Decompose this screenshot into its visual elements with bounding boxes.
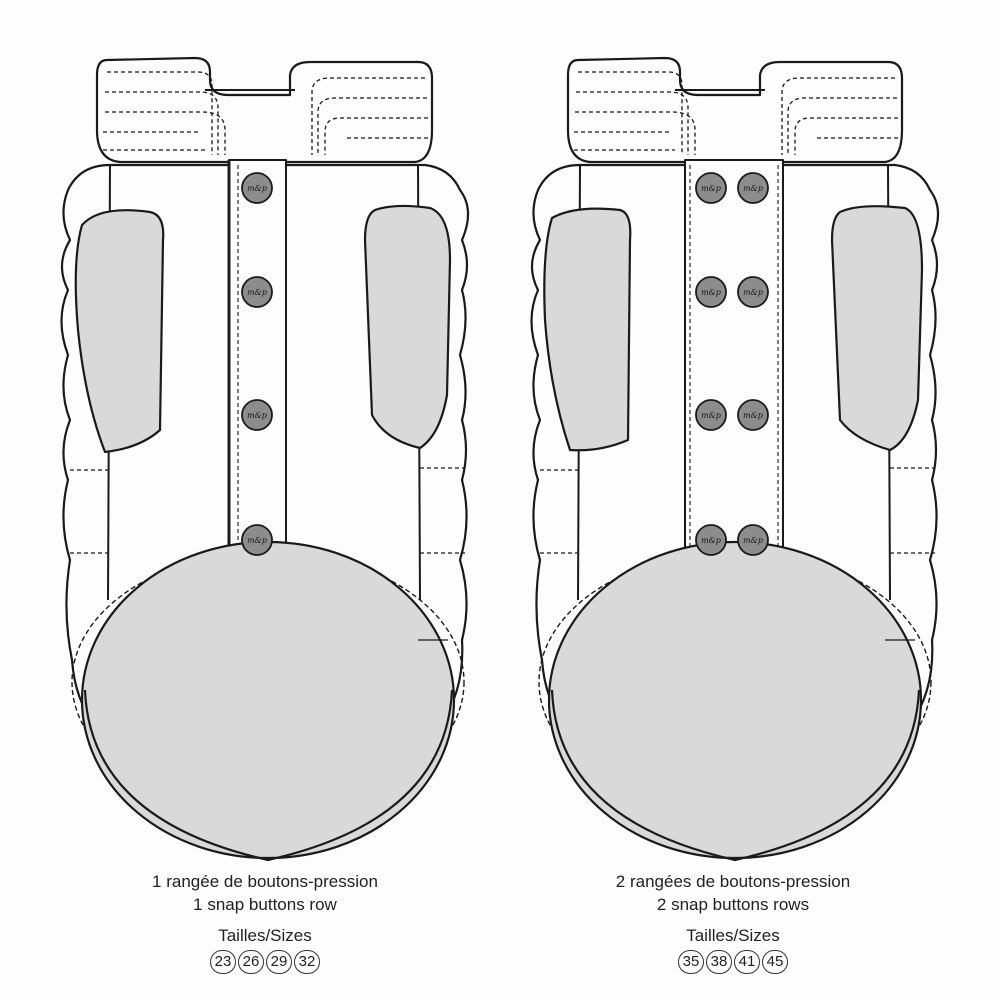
snap-button-logo: m&p bbox=[743, 411, 763, 420]
single-row-title-en: 1 snap buttons row bbox=[193, 895, 337, 914]
snap-button bbox=[695, 172, 727, 204]
right-sole bbox=[547, 540, 923, 860]
snap-button bbox=[695, 524, 727, 556]
snap-button-logo: m&p bbox=[247, 411, 267, 420]
size-badge: 38 bbox=[706, 950, 732, 974]
snap-button-logo: m&p bbox=[743, 288, 763, 297]
single-row-title-fr: 1 rangée de boutons-pression bbox=[152, 872, 378, 891]
snap-button-logo: m&p bbox=[701, 184, 721, 193]
snap-button bbox=[737, 524, 769, 556]
double-row-title-en: 2 snap buttons rows bbox=[656, 895, 810, 914]
snap-button-logo: m&p bbox=[743, 536, 763, 545]
snap-button-logo: m&p bbox=[247, 536, 267, 545]
double-row-sizes: 35 38 41 45 bbox=[523, 950, 943, 974]
snap-button-logo: m&p bbox=[247, 184, 267, 193]
single-row-sizes: 23 26 29 32 bbox=[55, 950, 475, 974]
size-badge: 41 bbox=[734, 950, 760, 974]
right-inner-panel bbox=[363, 204, 452, 450]
right-boot bbox=[530, 56, 940, 862]
size-badge: 35 bbox=[678, 950, 704, 974]
right-collar bbox=[566, 56, 904, 164]
left-snap-buttons: m&p m&p m&p m&p bbox=[241, 172, 273, 556]
right-boot-left-panel bbox=[543, 207, 632, 452]
snap-button-logo: m&p bbox=[701, 536, 721, 545]
snap-button bbox=[737, 276, 769, 308]
size-badge: 32 bbox=[294, 950, 320, 974]
left-boot bbox=[60, 56, 470, 862]
snap-button-logo: m&p bbox=[701, 288, 721, 297]
left-collar bbox=[95, 56, 434, 164]
snap-button bbox=[241, 276, 273, 308]
left-inner-panel bbox=[74, 209, 165, 454]
snap-button bbox=[737, 172, 769, 204]
right-boot-right-panel bbox=[830, 205, 924, 452]
snap-button bbox=[695, 399, 727, 431]
snap-button-logo: m&p bbox=[701, 411, 721, 420]
size-badge: 23 bbox=[210, 950, 236, 974]
snap-button bbox=[241, 524, 273, 556]
snap-button-logo: m&p bbox=[743, 184, 763, 193]
single-row-sizes-label: Tailles/Sizes bbox=[218, 926, 312, 945]
size-badge: 26 bbox=[238, 950, 264, 974]
double-row-sizes-label: Tailles/Sizes bbox=[686, 926, 780, 945]
snap-button bbox=[695, 276, 727, 308]
size-badge: 29 bbox=[266, 950, 292, 974]
double-row-caption: 2 rangées de boutons-pression 2 snap but… bbox=[523, 870, 943, 974]
snap-button bbox=[241, 399, 273, 431]
snap-button bbox=[737, 399, 769, 431]
snap-button bbox=[241, 172, 273, 204]
size-badge: 45 bbox=[762, 950, 788, 974]
right-snap-buttons: m&p m&p m&p m&p m&p m&p m&p m&p bbox=[695, 172, 769, 556]
single-row-caption: 1 rangée de boutons-pression 1 snap butt… bbox=[55, 870, 475, 974]
snap-button-logo: m&p bbox=[247, 288, 267, 297]
left-sole bbox=[80, 540, 456, 860]
double-row-title-fr: 2 rangées de boutons-pression bbox=[615, 872, 851, 891]
